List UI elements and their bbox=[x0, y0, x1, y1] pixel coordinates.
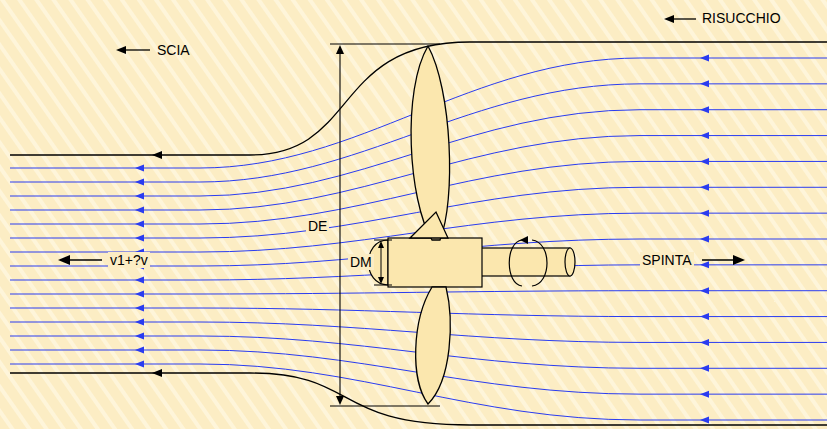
propeller-hub bbox=[369, 238, 483, 287]
streamline-arrowhead bbox=[135, 347, 144, 354]
streamline-arrowhead bbox=[135, 277, 144, 284]
flow-label: SCIA bbox=[155, 42, 192, 58]
streamline-arrowhead bbox=[700, 417, 709, 424]
propeller-blade bbox=[410, 46, 450, 404]
direction-arrows bbox=[58, 15, 745, 265]
streamline-arrowhead bbox=[700, 106, 709, 113]
streamline-arrowhead bbox=[135, 319, 144, 326]
propeller-shaft bbox=[480, 236, 575, 286]
streamline-arrowhead bbox=[700, 236, 709, 243]
flow-arrowhead bbox=[152, 151, 162, 159]
streamline-arrowhead bbox=[135, 291, 144, 298]
flow-arrowhead bbox=[152, 369, 162, 377]
streamline-arrowhead bbox=[700, 80, 709, 87]
force-label: SPINTA bbox=[640, 252, 694, 268]
streamline-arrowhead bbox=[700, 132, 709, 139]
streamline-arrowhead bbox=[700, 210, 709, 217]
streamline-arrowhead bbox=[700, 365, 709, 372]
streamline-arrowhead bbox=[700, 339, 709, 346]
dimension-label: DE bbox=[306, 218, 329, 234]
streamline-arrowhead bbox=[700, 261, 709, 268]
streamline-arrowhead bbox=[135, 333, 144, 340]
streamline-arrowhead bbox=[135, 221, 144, 228]
dimension-label: DM bbox=[348, 254, 374, 270]
streamline-arrowhead bbox=[700, 55, 709, 62]
streamline-arrowhead bbox=[700, 391, 709, 398]
flow-label: RISUCCHIO bbox=[700, 10, 783, 26]
streamline-arrowhead bbox=[700, 313, 709, 320]
streamline-arrowhead bbox=[700, 287, 709, 294]
streamline-arrowhead bbox=[700, 158, 709, 165]
streamline-arrowhead bbox=[135, 165, 144, 172]
streamline-arrowhead bbox=[135, 235, 144, 242]
velocity-label: v1+?v bbox=[108, 252, 150, 268]
streamline-arrowhead bbox=[135, 179, 144, 186]
streamline-arrowhead bbox=[135, 193, 144, 200]
streamline-arrowhead bbox=[700, 184, 709, 191]
hub-dimension bbox=[374, 240, 392, 285]
streamline-arrowhead bbox=[135, 207, 144, 214]
streamline-arrowhead bbox=[135, 361, 144, 368]
streamline-arrowhead bbox=[135, 305, 144, 312]
